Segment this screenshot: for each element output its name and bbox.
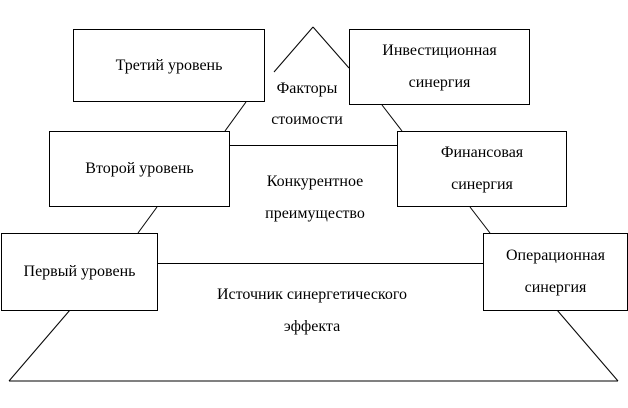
operational-synergy-box: Операционная синергия [483,233,628,311]
top-tier-line1: Факторы [276,80,338,97]
right-edge-lower [556,309,619,382]
first-level-box: Первый уровень [1,233,158,311]
second-level-label: Второй уровень [85,160,194,177]
first-level-label: Первый уровень [23,263,136,280]
right-edge-middle [469,206,491,234]
bottom-tier-line1: Источник синергетического [216,286,408,303]
apex-right-edge [312,26,350,69]
apex-left-edge [273,26,314,73]
left-edge-middle [137,206,158,234]
investment-synergy-line2: синергия [408,74,471,91]
middle-tier-line1: Конкурентное [266,173,364,190]
investment-synergy-line1: Инвестиционная [382,42,497,59]
bottom-tier-line2: эффекта [283,318,341,335]
left-edge-upper [224,101,247,132]
top-tier-line2: стоимости [271,111,343,128]
financial-synergy-line1: Финансовая [440,144,524,161]
right-edge-upper [381,104,403,132]
investment-synergy-box: Инвестиционная синергия [349,29,530,105]
operational-synergy-line1: Операционная [505,247,606,264]
left-edge-lower [8,309,71,382]
third-level-label: Третий уровень [115,56,223,74]
third-level-box: Третий уровень [73,29,265,102]
second-level-box: Второй уровень [49,131,230,207]
middle-tier-line2: преимущество [265,205,365,222]
financial-synergy-line2: синергия [451,176,513,193]
operational-synergy-line2: синергия [524,279,587,296]
financial-synergy-box: Финансовая синергия [397,131,567,207]
